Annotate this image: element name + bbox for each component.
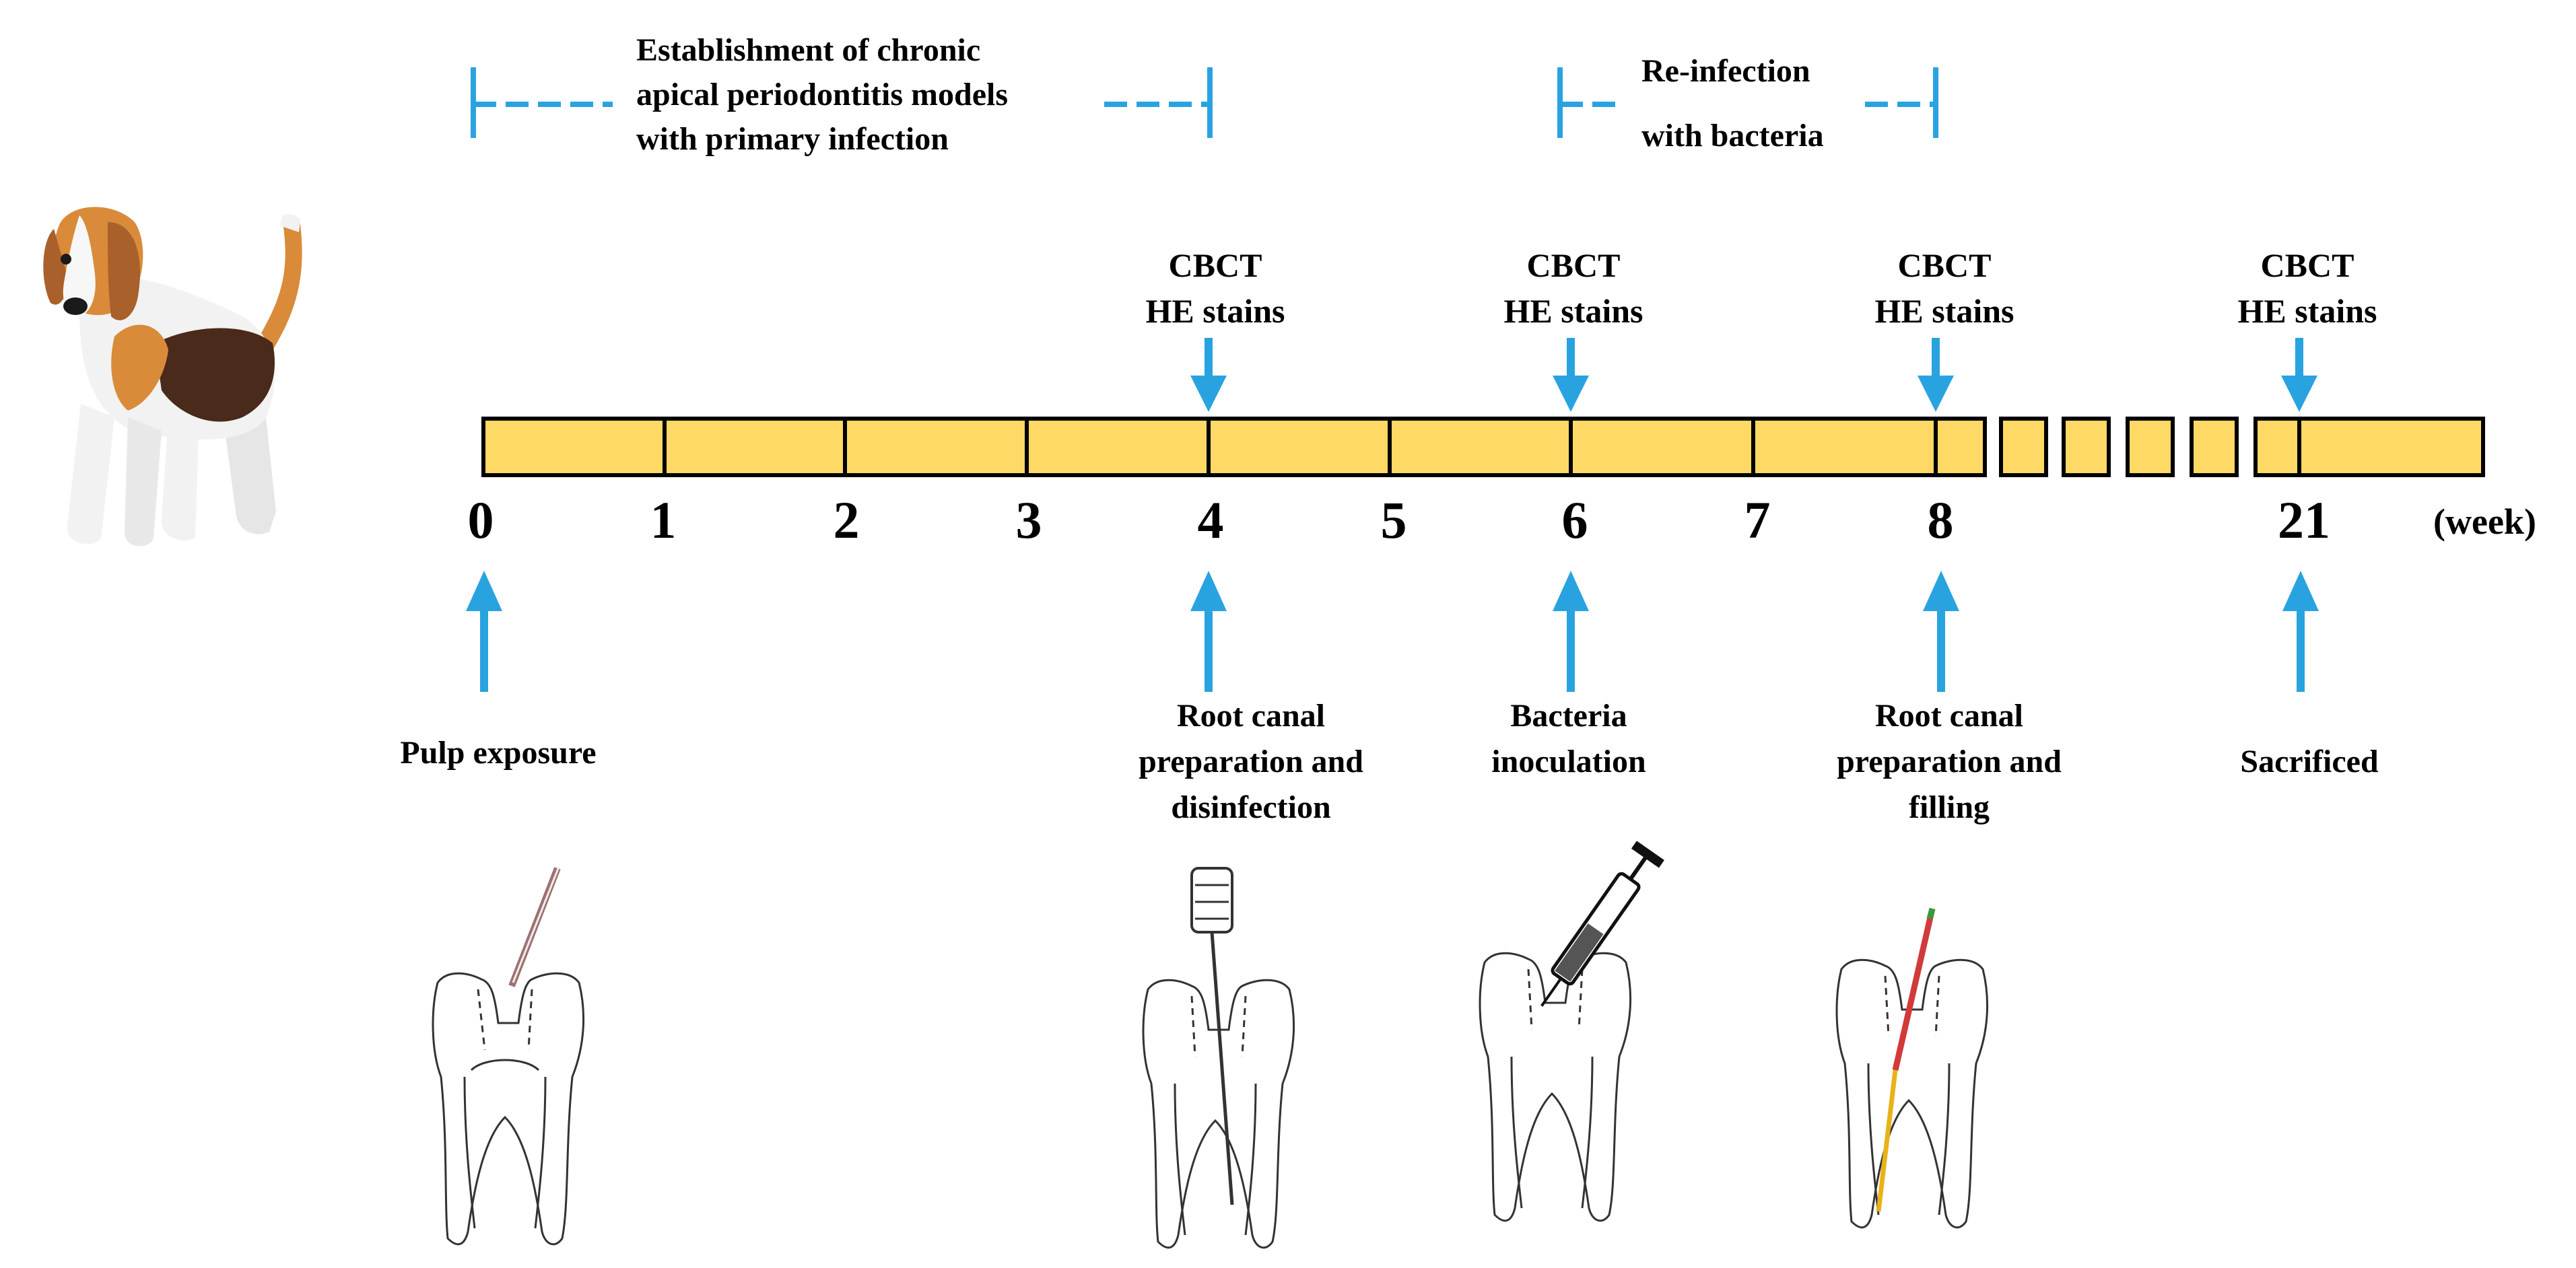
exam-label-week-6: CBCT HE stains <box>1503 242 1643 334</box>
timeline-end-segment <box>2253 417 2485 477</box>
exam-arrows <box>1190 338 2317 412</box>
event-label-line: filling <box>1908 789 1990 825</box>
exam-label-line: HE stains <box>1503 292 1643 330</box>
phase-bracket-reinfection <box>1557 67 1938 138</box>
beagle-dog-icon <box>43 207 302 547</box>
event-arrow-week-4 <box>1190 571 1227 692</box>
phase-label-line: Establishment of chronic <box>636 32 981 68</box>
exam-label-line: HE stains <box>1874 292 2014 330</box>
phase-label-line: apical periodontitis models <box>636 77 1009 112</box>
event-label-line: Root canal <box>1875 698 2023 734</box>
week-tick-6: 6 <box>1561 491 1588 549</box>
week-tick-1: 1 <box>650 491 677 549</box>
timeline-gap-segment <box>2190 417 2239 477</box>
event-arrow-week-0 <box>466 571 502 692</box>
phase-label-reinfection: Re-infection with bacteria <box>1641 39 1824 168</box>
exam-arrow-week-21 <box>2281 338 2317 412</box>
event-label-line: Root canal <box>1177 698 1325 734</box>
tooth-needle-icon <box>432 866 585 1246</box>
event-label-week-4: Root canal preparation and disinfection <box>1139 693 1363 831</box>
event-arrow-week-6 <box>1553 571 1589 692</box>
timeline-main-segment <box>481 417 1987 477</box>
phase-label-primary: Establishment of chronic apical periodon… <box>636 28 1008 162</box>
exam-label-week-4: CBCT HE stains <box>1145 242 1285 334</box>
week-tick-2: 2 <box>833 491 860 549</box>
phase-bracket-primary <box>471 67 1213 138</box>
exam-label-week-8: CBCT HE stains <box>1874 242 2014 334</box>
event-label-line: disinfection <box>1171 789 1331 825</box>
exam-arrow-week-4 <box>1190 338 1227 412</box>
exam-label-line: HE stains <box>2237 292 2377 330</box>
event-label-line: preparation and <box>1837 744 2062 779</box>
phase-label-line: Re-infection <box>1641 53 1810 89</box>
tooth-gutta-percha-icon <box>1835 907 1989 1229</box>
event-label-week-6: Bacteria inoculation <box>1491 693 1646 785</box>
event-label-line: Sacrificed <box>2240 744 2379 779</box>
event-label-line: inoculation <box>1491 744 1646 779</box>
event-label-line: Bacteria <box>1510 698 1627 734</box>
week-unit-label: (week) <box>2433 501 2536 542</box>
timeline-bar <box>481 417 2485 477</box>
phase-label-line: with bacteria <box>1641 118 1824 153</box>
tooth-syringe-icon <box>1479 841 1664 1222</box>
event-label-week-8: Root canal preparation and filling <box>1837 693 2062 831</box>
exam-arrow-week-6 <box>1553 338 1589 412</box>
exam-label-line: CBCT <box>1168 246 1262 284</box>
week-tick-5: 5 <box>1380 491 1407 549</box>
exam-arrow-week-8 <box>1918 338 1954 412</box>
exam-label-line: CBCT <box>1526 246 1621 284</box>
exam-label-week-21: CBCT HE stains <box>2237 242 2377 334</box>
event-arrow-week-21 <box>2282 571 2319 692</box>
exam-label-line: CBCT <box>1897 246 1992 284</box>
event-label-week-0: Pulp exposure <box>400 730 596 776</box>
timeline-gap-segment <box>2062 417 2111 477</box>
event-label-line: Pulp exposure <box>400 735 597 771</box>
week-tick-3: 3 <box>1015 491 1042 549</box>
week-tick-0: 0 <box>467 491 494 549</box>
timeline-gap-segment <box>2126 417 2175 477</box>
event-label-line: preparation and <box>1139 744 1363 779</box>
tooth-file-icon <box>1142 867 1295 1249</box>
week-tick-21: 21 <box>2278 491 2330 549</box>
event-label-week-21: Sacrificed <box>2240 739 2378 785</box>
week-tick-7: 7 <box>1744 491 1771 549</box>
exam-label-line: CBCT <box>2260 246 2354 284</box>
week-tick-8: 8 <box>1927 491 1954 549</box>
phase-label-line: with primary infection <box>636 121 949 157</box>
timeline-gap-segment <box>1999 417 2048 477</box>
exam-label-line: HE stains <box>1145 292 1285 330</box>
event-arrow-week-8 <box>1923 571 1959 692</box>
event-arrows <box>466 571 2319 692</box>
week-tick-4: 4 <box>1197 491 1224 549</box>
